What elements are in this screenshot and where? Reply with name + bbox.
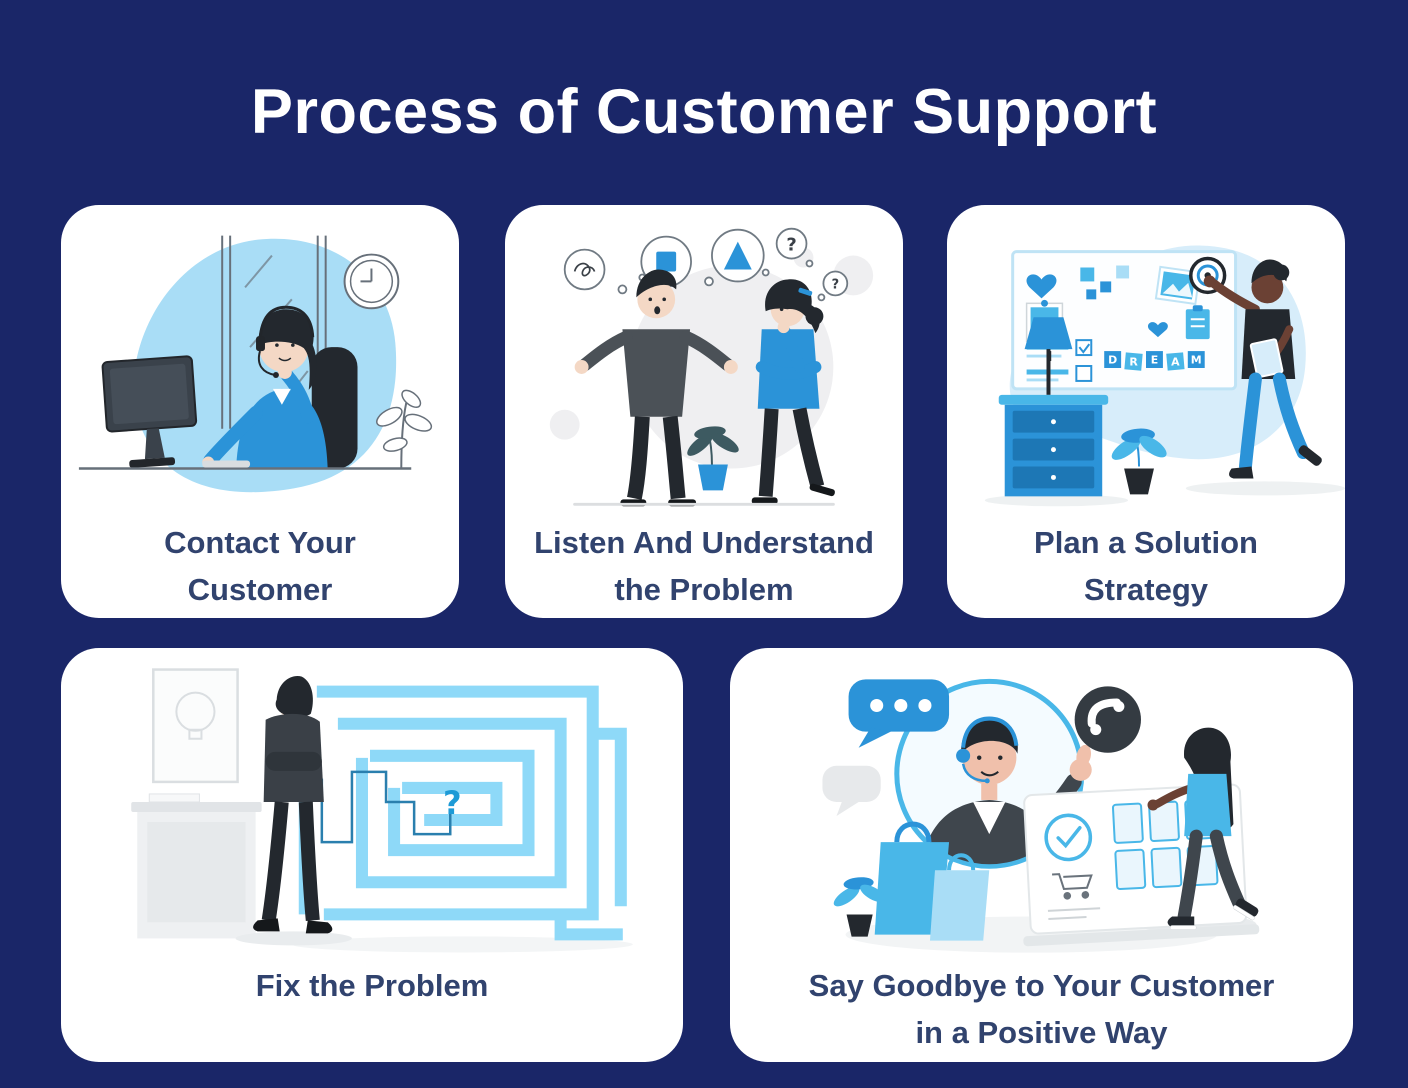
page-title: Process of Customer Support [250,77,1158,147]
caption-line: Strategy [1083,572,1209,607]
side-cabinet [131,793,262,939]
contact-customer-illustration-svg [78,235,433,493]
phone-call-icon [1074,686,1141,753]
caption-line: in a Positive Way [915,1015,1168,1050]
gray-speech-bubble-icon [822,765,881,817]
caption-line: Fix the Problem [255,968,489,1003]
svg-text:R: R [1129,356,1138,369]
caption-line: Listen And Understand [534,525,874,560]
question-mark-icon: ? [786,235,796,256]
scribble-icon [573,262,596,277]
sticky-note [1100,281,1112,293]
caption-line: Plan a Solution [1034,525,1258,560]
headset-icon [256,305,315,378]
card-contact-your-customer: Contact Your Customer [61,205,459,618]
clock-icon [343,253,400,310]
caption-line: Customer [187,572,333,607]
card-listen-and-understand: ? ? [505,205,903,618]
sticky-note [1080,267,1095,282]
svg-text:E: E [1151,354,1158,367]
thinking-man-figure [253,675,333,934]
shopping-bags-icon [874,821,990,941]
card-caption: Say Goodbye to Your Customer in a Positi… [738,962,1345,1056]
plant-pot-icon [1111,428,1167,495]
svg-text:M: M [1191,354,1202,367]
say-goodbye-illustration-svg [822,678,1260,953]
heart-icon-small [1147,322,1168,338]
heart-icon [1026,274,1057,299]
question-thought-bubble-small [822,270,849,297]
clipboard-icon [1185,305,1210,340]
dream-letter-tiles: D R E A M [1104,351,1205,371]
question-mark-icon-small: ? [832,277,840,292]
plant-pot-icon [833,877,886,937]
sticky-note [1116,265,1130,279]
card-plan-solution-strategy: D R E A M [947,205,1345,618]
listen-understand-illustration-svg: ? ? [549,227,874,507]
man-facing-maze-illustration: ? [61,660,683,960]
sticky-note [1086,289,1097,300]
cart-icon [1052,873,1093,900]
question-mark-icon: ? [443,784,462,822]
card-say-goodbye: Say Goodbye to Your Customer in a Positi… [730,648,1353,1062]
customer-figure-man [574,269,738,507]
support-agent-figure [920,717,1056,865]
customer-figure [1147,727,1259,930]
keyboard [202,460,251,468]
drawer-cabinet [998,394,1109,497]
chat-dots-bubble-icon [848,679,950,748]
question-thought-bubble [775,227,808,260]
support-agent-at-desk-illustration [61,217,459,517]
customer-figure-woman [751,279,835,505]
square-icon [656,251,677,272]
caption-line: Say Goodbye to Your Customer [808,968,1275,1003]
triangle-icon [723,241,752,270]
two-people-discussing-illustration: ? ? [505,217,903,517]
potted-plant-icon [687,426,739,491]
check-icon [1056,825,1082,849]
plant-icon [376,389,433,469]
caption-line: the Problem [614,572,794,607]
agent-waving-goodbye-illustration [730,660,1353,960]
svg-text:D: D [1108,354,1117,367]
card-caption: Contact Your Customer [69,519,451,613]
target-icon [1189,256,1227,295]
lamp-icon [1024,317,1073,395]
card-caption: Plan a Solution Strategy [955,519,1337,613]
photo-card-being-pinned [1154,265,1201,306]
tablet [1249,338,1284,379]
planning-board-illustration: D R E A M [947,217,1345,517]
card-caption: Listen And Understand the Problem [513,519,895,613]
framed-lightbulb-picture [152,668,239,784]
card-caption: Fix the Problem [69,962,675,1009]
plan-strategy-illustration-svg: D R E A M [984,245,1345,507]
maze-solution-line [266,770,452,844]
caption-line: Contact Your [164,525,356,560]
svg-text:A: A [1171,356,1180,369]
planner-figure [1203,259,1322,479]
fix-problem-illustration-svg: ? [131,668,633,953]
card-fix-the-problem: ? Fix the Problem [61,648,683,1062]
monitor-icon [101,355,198,468]
agent-headset-icon [956,716,1019,784]
